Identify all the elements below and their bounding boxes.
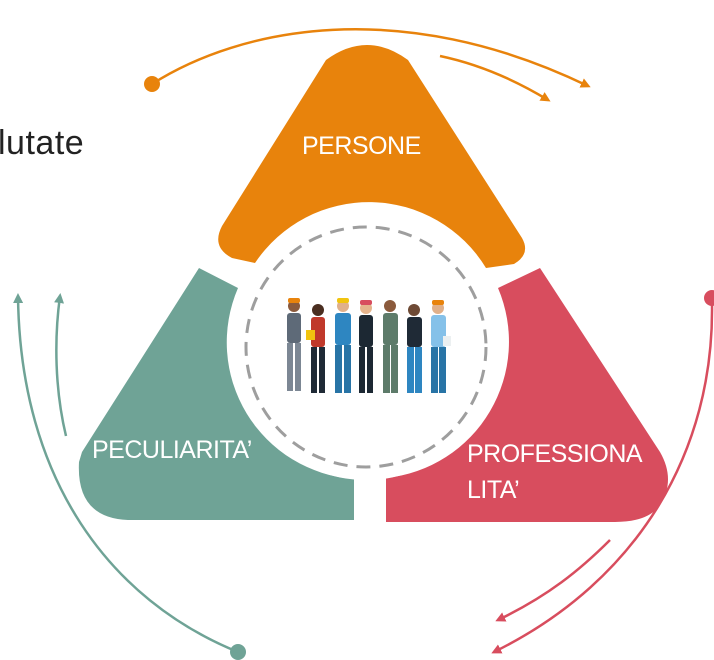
segment-professionalita bbox=[386, 268, 668, 522]
green-inner-arrow bbox=[54, 293, 68, 437]
label-professionalita-line2: LITA’ bbox=[467, 476, 520, 504]
orange-inner-arrow bbox=[439, 54, 551, 102]
worker-5 bbox=[383, 300, 398, 393]
worker-4 bbox=[359, 300, 373, 393]
orange-outer-arrow bbox=[151, 28, 591, 88]
center-dashed-ring bbox=[244, 225, 488, 469]
workers-illustration bbox=[287, 298, 451, 393]
label-professionalita: PROFESSIONA LITA’ bbox=[467, 436, 667, 508]
worker-3 bbox=[335, 298, 351, 393]
cropped-side-text: lutate bbox=[0, 124, 85, 162]
green-arc-arrows bbox=[13, 293, 246, 660]
segment-peculiarita bbox=[78, 268, 354, 520]
worker-1 bbox=[287, 298, 301, 391]
worker-2 bbox=[306, 304, 325, 393]
worker-6 bbox=[407, 304, 422, 393]
segment-persone bbox=[218, 45, 526, 268]
red-inner-arrow bbox=[495, 539, 611, 622]
label-peculiarita: PECULIARITA’ bbox=[92, 436, 252, 464]
red-arc-start-dot bbox=[704, 290, 714, 306]
orange-arc-arrows bbox=[144, 28, 591, 102]
label-professionalita-line1: PROFESSIONA bbox=[467, 440, 643, 468]
worker-7 bbox=[431, 300, 451, 393]
label-persone: PERSONE bbox=[302, 132, 421, 160]
green-outer-arrow bbox=[13, 293, 239, 654]
